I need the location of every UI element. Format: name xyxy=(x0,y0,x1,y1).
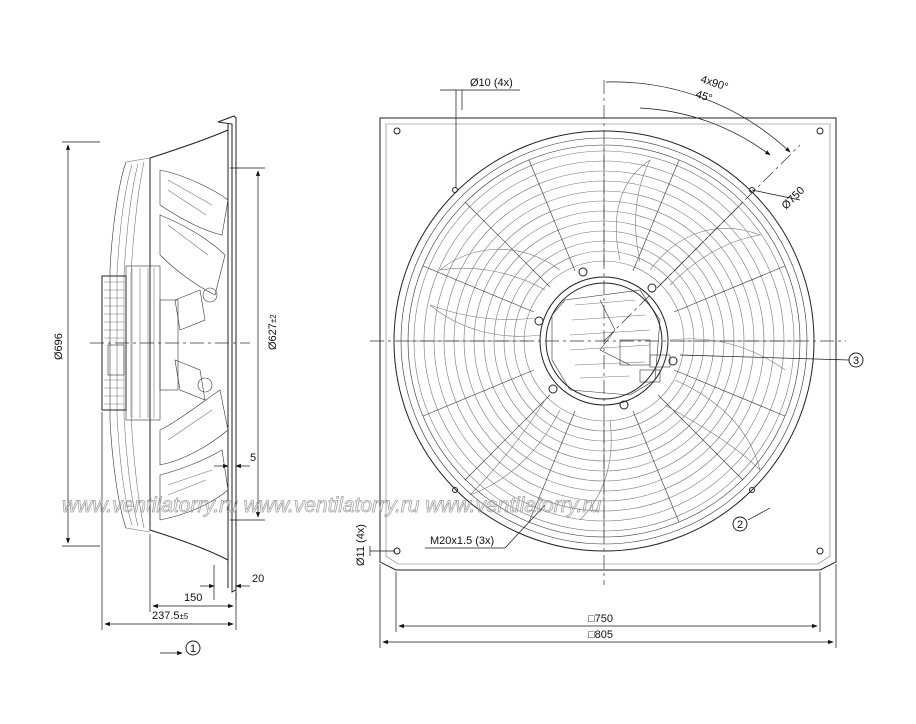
thread-m20-label: M20x1.5 (3x) xyxy=(430,535,494,547)
svg-text:3: 3 xyxy=(853,355,859,367)
angle-arc-90 xyxy=(605,81,791,153)
hole-ø10-label: Ø10 (4x) xyxy=(470,77,513,89)
dim-237-label: 237.5±5 xyxy=(152,610,189,622)
dim-20-label: 20 xyxy=(252,573,264,585)
impeller-blades xyxy=(429,159,786,521)
terminal-box xyxy=(551,289,671,396)
square-805-label: □805 xyxy=(588,629,613,641)
guard-spokes xyxy=(408,145,800,537)
side-inlet-ring xyxy=(149,129,229,561)
dim-696-label: Ø696 xyxy=(53,333,65,360)
dim-5-label: 5 xyxy=(250,452,256,464)
square-750-label: □750 xyxy=(588,613,613,625)
side-wall-plate xyxy=(217,115,237,593)
angle-45-label: 45° xyxy=(694,88,714,105)
side-view: Ø696 Ø627±2 5 20 150 237.5±5 1 xyxy=(53,115,279,656)
front-wall-plate xyxy=(379,117,837,571)
hole-ø11-label: Ø11 (4x) xyxy=(355,524,367,566)
front-view: 4x90° 45° Ø10 (4x) Ø750 Ø11 (4x) M20x1.5… xyxy=(355,73,864,648)
dim-150-label: 150 xyxy=(184,592,202,604)
angle-arc-45 xyxy=(639,107,771,156)
side-impeller-blades xyxy=(159,169,229,521)
callout-1 xyxy=(185,640,201,656)
callout-3 xyxy=(848,352,864,368)
dim-627-label: Ø627±2 xyxy=(267,314,279,350)
callout-2 xyxy=(732,516,748,532)
svg-text:1: 1 xyxy=(190,643,196,655)
dia-750-label: Ø750 xyxy=(780,185,808,213)
corner-holes xyxy=(393,127,824,555)
svg-text:2: 2 xyxy=(737,519,743,531)
hub-bolts xyxy=(534,267,678,410)
watermark: www.ventilatorry.ru www.ventilatorry.ru … xyxy=(62,494,601,517)
